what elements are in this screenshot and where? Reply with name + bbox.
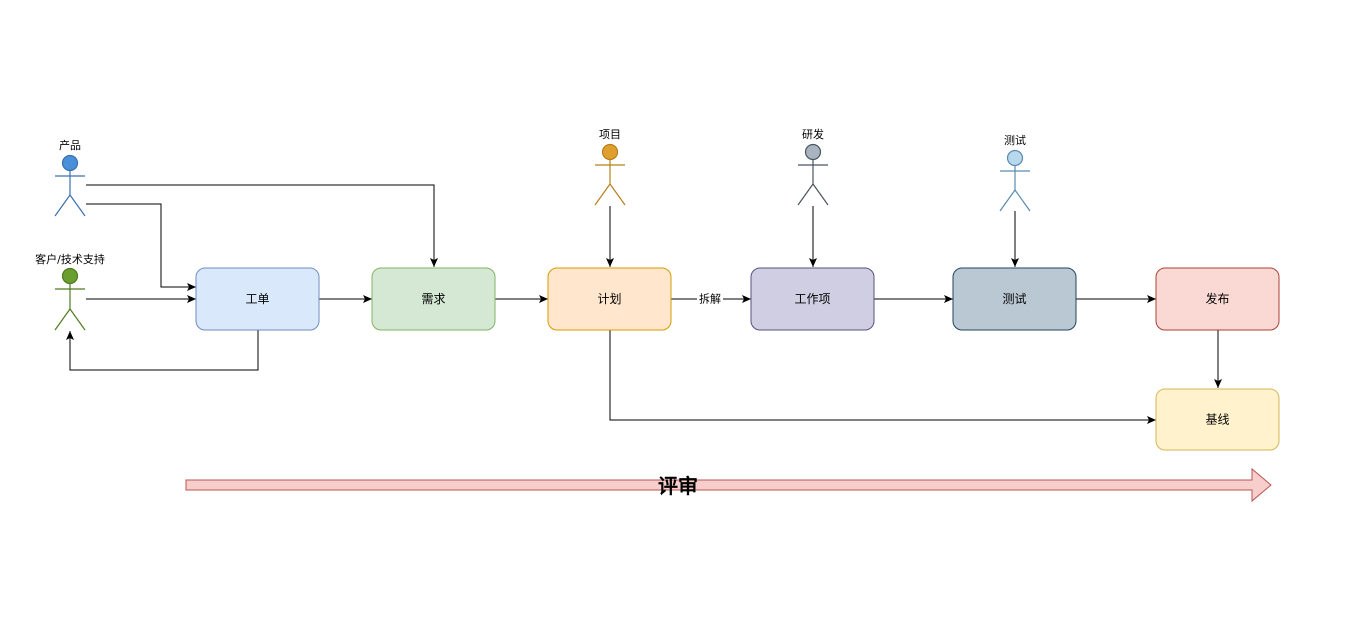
stick-figure-icon — [54, 154, 86, 217]
node-box-testing[interactable] — [952, 267, 1077, 331]
edges — [66, 184, 1222, 424]
node-label-requirement: 需求 — [421, 292, 445, 306]
node-label-release: 发布 — [1205, 291, 1229, 306]
actor-rd: 研发 — [797, 127, 829, 206]
node-box-workitem[interactable] — [750, 267, 875, 331]
review-arrow-shape — [185, 467, 1272, 503]
actor-head-test — [1006, 149, 1024, 167]
node-workitem[interactable]: 工作项 — [750, 267, 875, 331]
node-label-plan: 计划 — [597, 292, 621, 306]
node-label-testing: 测试 — [1002, 291, 1026, 306]
actor-label-customer-support: 客户/技术支持 — [35, 252, 105, 266]
node-label-baseline: 基线 — [1205, 413, 1229, 427]
actor-head-product — [61, 154, 79, 172]
node-box-release[interactable] — [1155, 267, 1280, 331]
edge-label-split: 拆解 — [699, 292, 721, 306]
stick-figure-icon — [54, 267, 86, 331]
node-requirement[interactable]: 需求 — [371, 267, 496, 331]
actor-head-project — [601, 143, 619, 161]
node-baseline[interactable]: 基线 — [1155, 388, 1280, 451]
node-box-ticket[interactable] — [195, 267, 320, 331]
actor-label-product: 产品 — [59, 138, 81, 152]
node-box-baseline[interactable] — [1155, 388, 1280, 451]
edge-plan-to-baseline — [609, 330, 1156, 424]
actor-label-project: 项目 — [599, 128, 621, 141]
actor-head-customer-support — [61, 267, 79, 285]
edge-product-to-ticket — [86, 203, 196, 291]
edge-ticket-to-customer — [66, 330, 259, 371]
stick-figure-icon — [999, 149, 1031, 212]
actor-customer-support: 客户/技术支持 — [35, 252, 105, 331]
actor-head-rd — [804, 143, 822, 161]
node-box-plan[interactable] — [547, 267, 672, 331]
node-testing[interactable]: 测试 — [952, 267, 1077, 331]
node-label-workitem: 工作项 — [794, 292, 830, 306]
actor-label-rd: 研发 — [802, 127, 824, 141]
node-release[interactable]: 发布 — [1155, 267, 1280, 331]
node-ticket[interactable]: 工单 — [195, 267, 320, 331]
review-label: 评审 — [658, 474, 698, 498]
actor-test: 测试 — [999, 134, 1031, 212]
edge-product-to-requirement — [86, 184, 438, 267]
actor-project: 项目 — [594, 128, 626, 206]
stick-figure-icon — [797, 143, 829, 206]
node-plan[interactable]: 计划 — [547, 267, 672, 331]
edge-label-bg — [697, 291, 723, 307]
stick-figure-icon — [594, 143, 626, 206]
node-label-ticket: 工单 — [245, 292, 269, 306]
actor-label-test: 测试 — [1004, 134, 1026, 147]
node-box-requirement[interactable] — [371, 267, 496, 331]
review-arrow: 评审 — [185, 467, 1272, 503]
actor-product: 产品 — [54, 138, 86, 217]
